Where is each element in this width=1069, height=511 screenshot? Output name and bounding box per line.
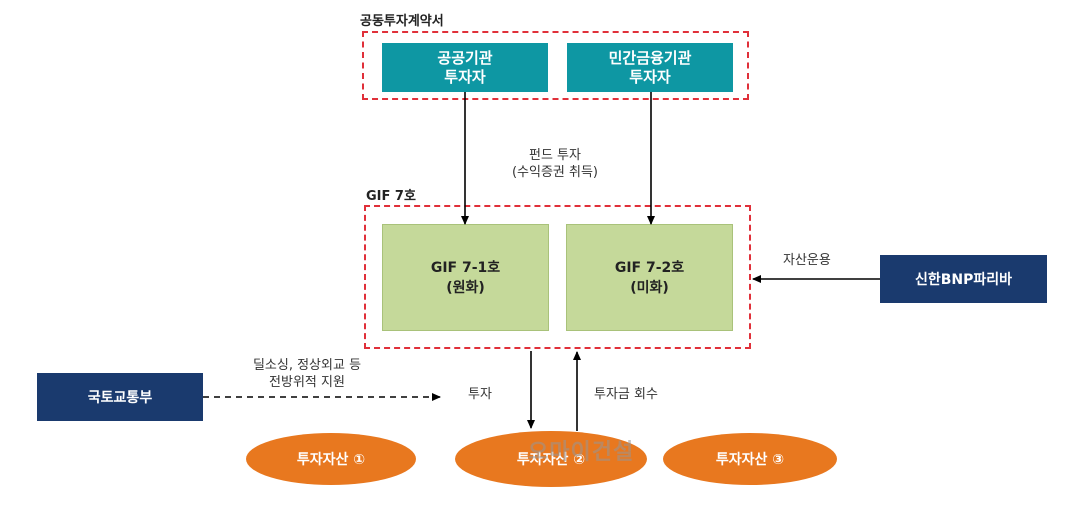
fund-7-1-box: GIF 7-1호 (원화) [382,224,549,331]
fund-investment-line1: 펀드 투자 [529,148,581,163]
ministry-box: 국토교통부 [37,373,203,421]
contract-title: 공동투자계약서 [360,14,444,29]
support-line2: 전방위적 지원 [269,375,345,390]
private-investor-line1: 민간금융기관 [608,48,692,67]
asset-2-ellipse: 투자자산 ② [455,431,647,487]
fund-investment-line2: (수익증권 취득) [511,165,599,180]
public-investor-line1: 공공기관 [437,48,493,67]
asset-1-ellipse: 투자자산 ① [246,433,416,485]
invest-label: 투자 [468,387,492,402]
private-investor-box: 민간금융기관 투자자 [567,43,733,92]
public-investor-line2: 투자자 [444,67,486,86]
public-investor-box: 공공기관 투자자 [382,43,548,92]
watermark: 오마이건설 [528,440,635,465]
asset-3-ellipse: 투자자산 ③ [663,433,837,485]
manager-box: 신한BNP파리바 [880,255,1047,303]
support-note: 딜소싱, 정상외교 등 전방위적 지원 [222,357,392,391]
fund-7-2-line1: GIF 7-2호 [614,259,685,276]
fund-7-2-box: GIF 7-2호 (미화) [566,224,733,331]
fund-group-border [364,205,751,349]
asset-management-label: 자산운용 [783,253,831,268]
contract-group-border [362,31,749,100]
fund-7-1-line2: (원화) [446,279,485,296]
fund-7-2-line2: (미화) [630,279,669,296]
private-investor-line2: 투자자 [629,67,671,86]
recovery-label: 투자금 회수 [594,387,658,402]
fund-investment-note: 펀드 투자 (수익증권 취득) [490,147,620,181]
fund-7-1-line1: GIF 7-1호 [430,259,501,276]
support-line1: 딜소싱, 정상외교 등 [252,358,362,373]
fund-title: GIF 7호 [366,189,416,204]
